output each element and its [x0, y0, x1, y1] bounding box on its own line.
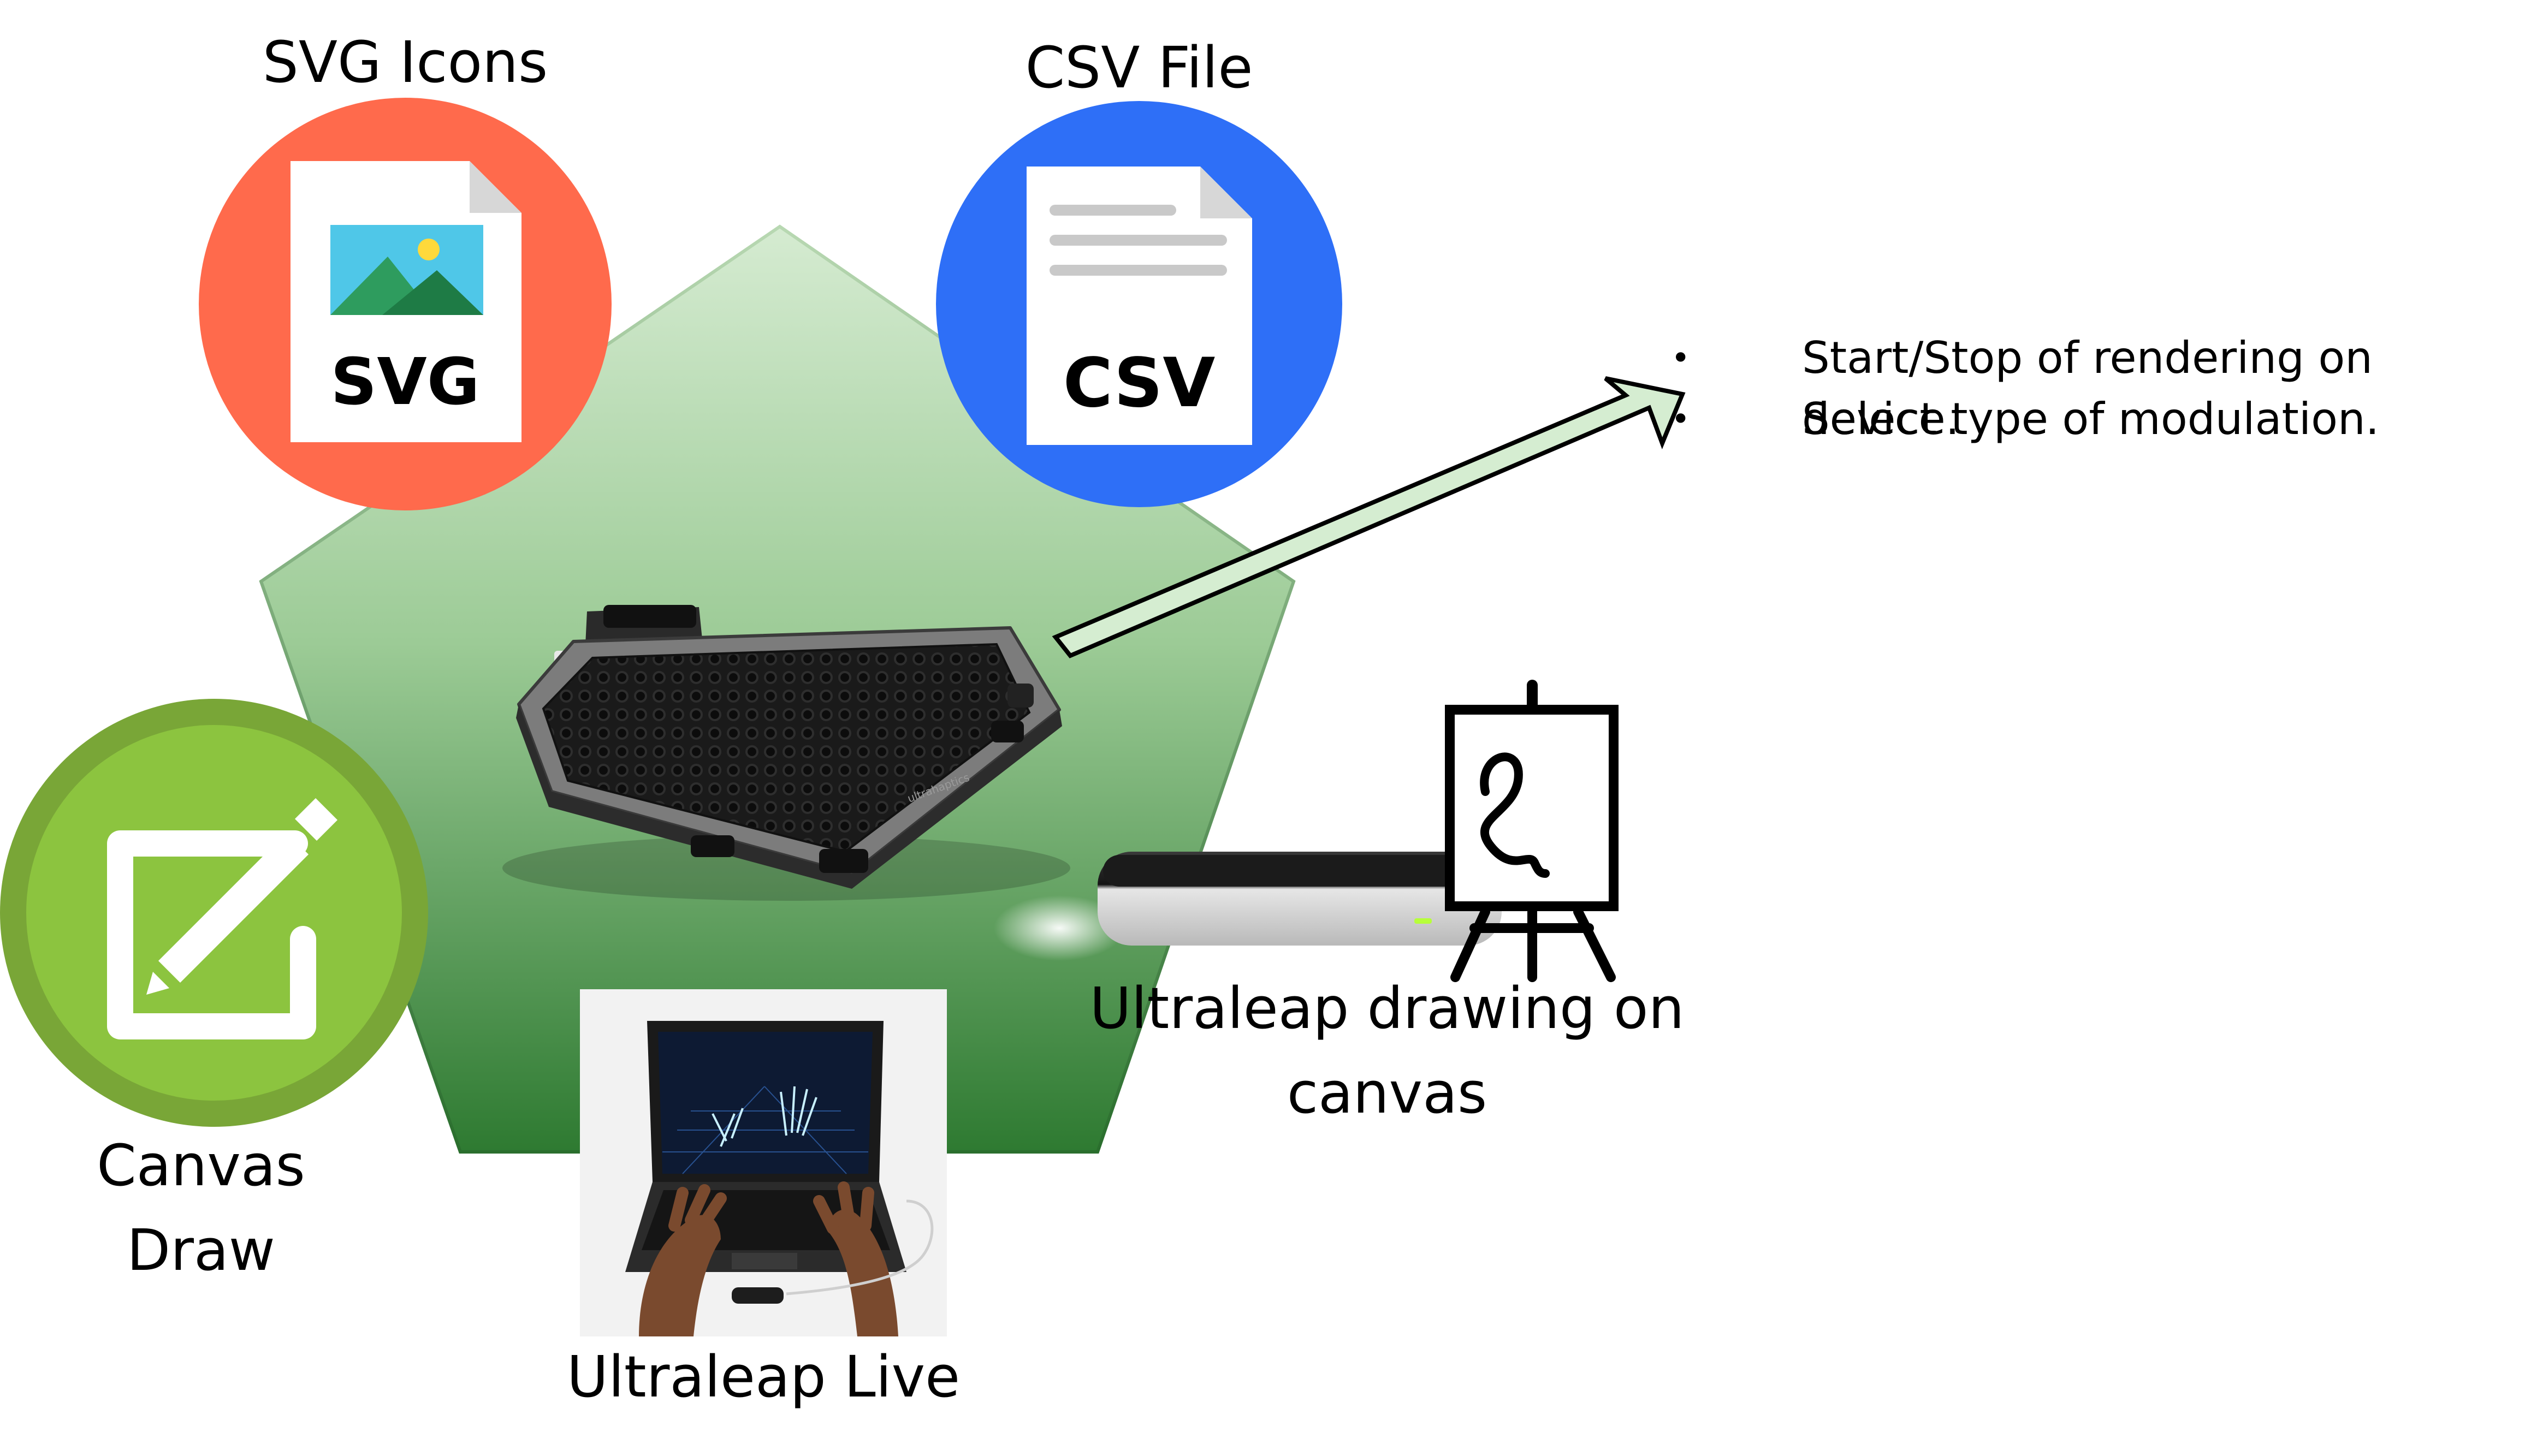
output-arrow: [1052, 376, 1686, 658]
csv-file-icon: [1027, 167, 1252, 445]
bullet-symbol: •: [1671, 400, 1691, 438]
ultrasound-array-device: ultrahaptics: [502, 605, 1070, 901]
canvas-draw-label-line1: Canvas: [97, 1132, 305, 1199]
canvas-draw-node: [0, 699, 428, 1127]
ultraleap-drawing-label-line2: canvas: [1287, 1060, 1487, 1126]
bullet-text: Select type of modulation.: [1802, 394, 2380, 444]
feature-bullet-list: • Start/Stop of rendering on device. • S…: [1671, 328, 2525, 450]
csv-file-node: [936, 101, 1342, 507]
bullet-text: Start/Stop of rendering on device.: [1802, 332, 2373, 444]
csv-badge-text: CSV: [1063, 344, 1216, 423]
svg-icons-node: [199, 98, 612, 510]
leap-motion-controller: [994, 852, 1502, 961]
edit-pencil-icon: [107, 798, 337, 1039]
laptop-hands-photo: [580, 989, 947, 1336]
svg-icons-label: SVG Icons: [262, 29, 548, 96]
ultraleap-drawing-label-line1: Ultraleap drawing on: [1089, 975, 1685, 1042]
bullet-item: • Start/Stop of rendering on device.: [1671, 328, 2525, 444]
svg-file-icon: [291, 161, 521, 442]
svg-badge-text: SVG: [330, 344, 480, 419]
ultraleap-live-label: Ultraleap Live: [566, 1344, 961, 1410]
bullet-symbol: •: [1671, 339, 1691, 377]
csv-file-label: CSV File: [1025, 34, 1253, 101]
bullet-item: • Select type of modulation.: [1671, 389, 2525, 450]
canvas-draw-label-line2: Draw: [127, 1217, 275, 1283]
easel-icon: [1445, 680, 1619, 982]
